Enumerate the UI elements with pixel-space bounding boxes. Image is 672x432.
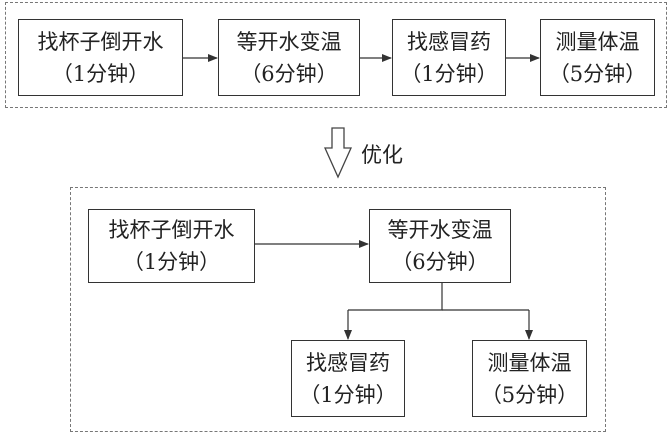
step-name: 找杯子倒开水: [37, 29, 164, 54]
step-duration: （1分钟）: [400, 61, 498, 86]
step-name: 等开水变温: [236, 29, 342, 54]
step-duration: （1分钟）: [299, 382, 397, 407]
opt-measure-temperature-box: 测量体温 （5分钟）: [472, 340, 587, 417]
step-duration: （1分钟）: [122, 250, 221, 274]
branch-connector: [348, 282, 443, 311]
original-process-frame: [5, 2, 667, 108]
step-name: 等开水变温: [387, 218, 493, 242]
opt-find-cup-box: 找杯子倒开水 （1分钟）: [88, 209, 255, 283]
step-duration: （5分钟）: [480, 382, 579, 407]
optimize-down-arrow: [323, 127, 353, 179]
step-measure-temperature-box: 测量体温 （5分钟）: [540, 19, 655, 96]
step-find-cup-box: 找杯子倒开水 （1分钟）: [18, 19, 183, 96]
step-name: 找杯子倒开水: [108, 218, 235, 242]
step-wait-water-box: 等开水变温 （6分钟）: [218, 19, 360, 96]
step-duration: （6分钟）: [240, 61, 338, 86]
step-duration: （5分钟）: [548, 61, 647, 86]
step-name: 测量体温: [555, 29, 640, 54]
optimize-label: 优化: [361, 143, 403, 167]
step-duration: （1分钟）: [51, 61, 150, 86]
step-name: 测量体温: [487, 350, 572, 375]
opt-wait-water-box: 等开水变温 （6分钟）: [369, 209, 511, 283]
step-name: 找感冒药: [306, 350, 390, 375]
opt-find-medicine-box: 找感冒药 （1分钟）: [291, 340, 405, 417]
step-find-medicine-box: 找感冒药 （1分钟）: [392, 19, 506, 96]
step-duration: （6分钟）: [391, 250, 489, 274]
step-name: 找感冒药: [407, 29, 491, 54]
